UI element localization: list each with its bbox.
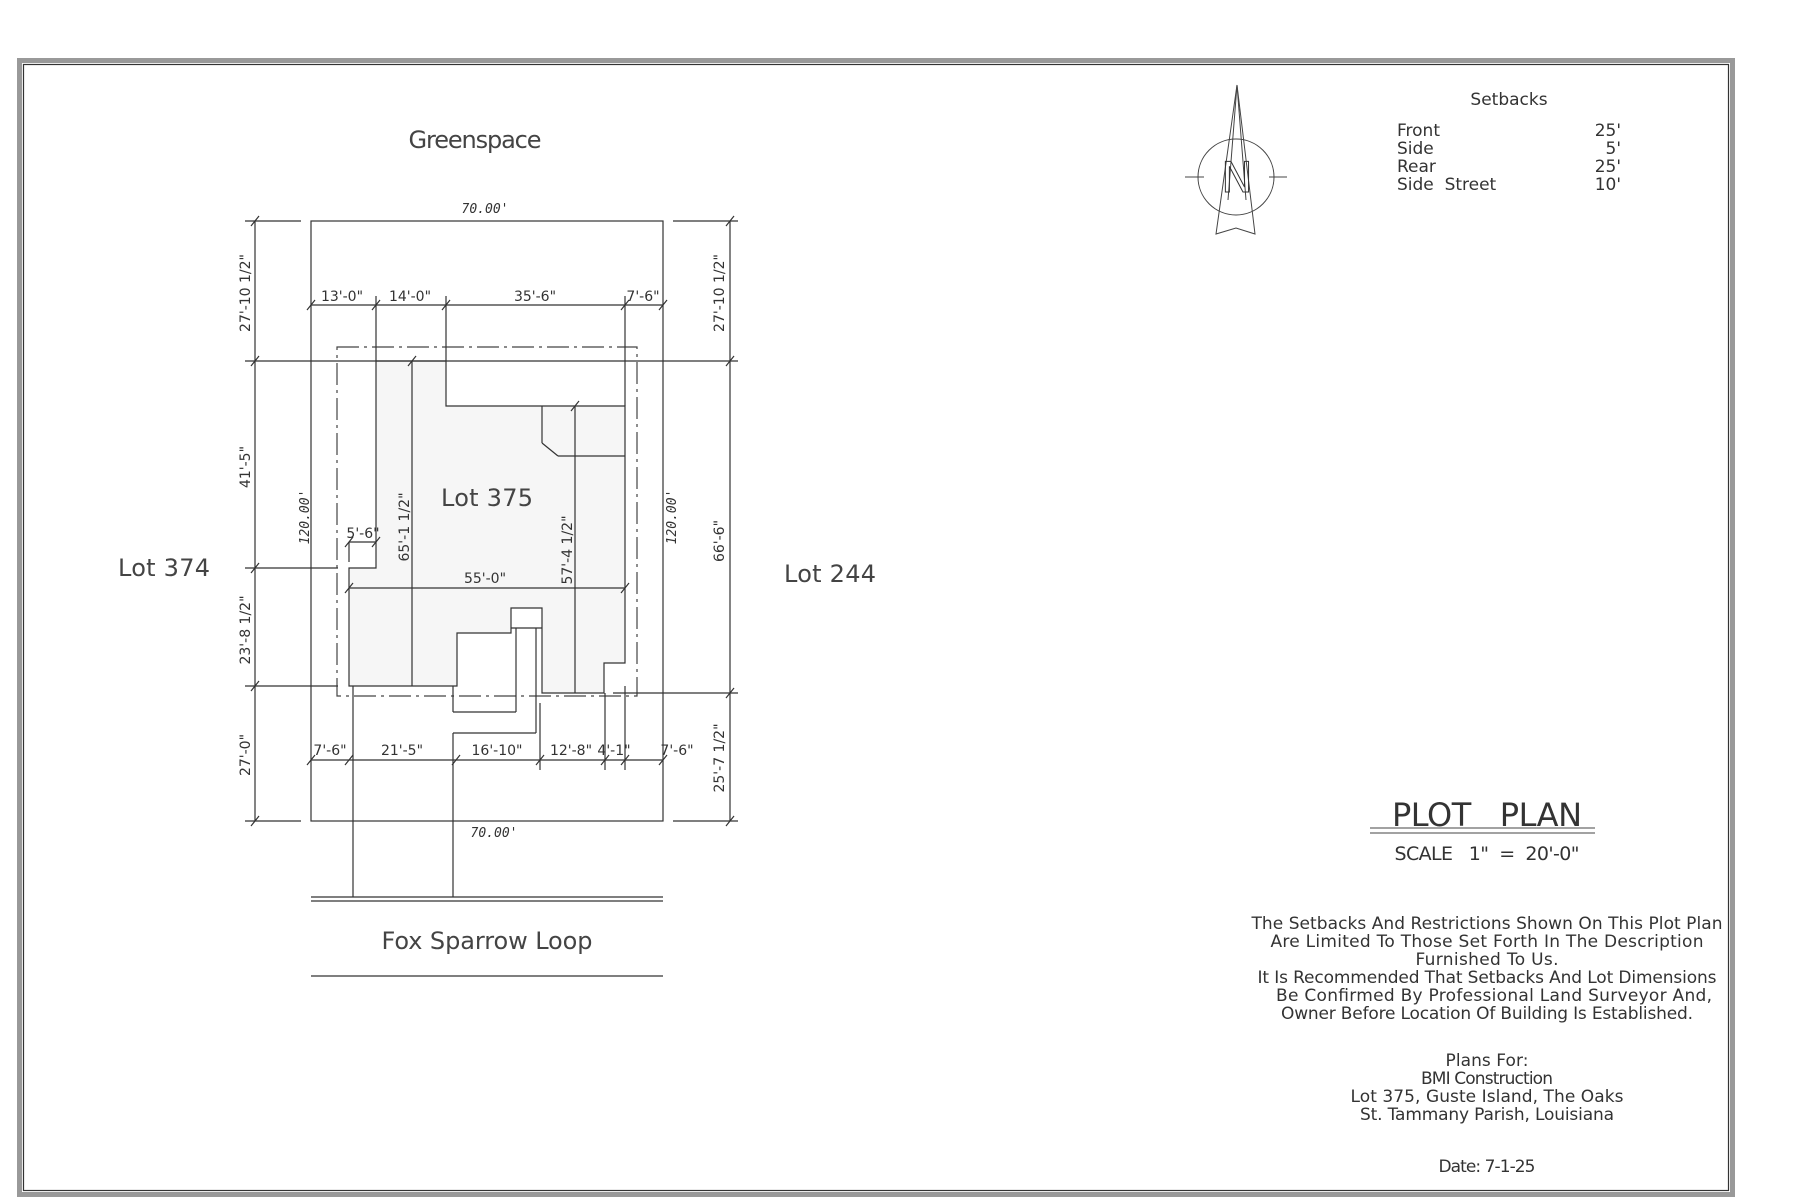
lot-dim-bottom: 70.00' — [471, 826, 518, 841]
dimension-tick — [658, 299, 668, 311]
dim-left-1: 27'-10 1/2" — [238, 254, 254, 332]
dimension-tick — [620, 582, 630, 594]
lot-dim-left: 120.00' — [298, 490, 313, 545]
setback-label: Rear — [1397, 157, 1436, 177]
dim-left-4: 27'-0" — [238, 734, 254, 776]
setback-label: Side — [1397, 139, 1434, 159]
dimension-tick — [371, 299, 381, 311]
disclaimer-line: Are Limited To Those Set Forth In The De… — [1271, 932, 1704, 952]
sheet-border — [17, 58, 1735, 1197]
dim-bottom-5: 4'-1" — [597, 743, 630, 759]
dimension-tick — [451, 754, 461, 766]
site-plan — [245, 215, 738, 977]
lot-dim-top: 70.00' — [462, 202, 509, 217]
dim-right-1: 27'-10 1/2" — [712, 254, 728, 332]
dimension-tick — [306, 754, 316, 766]
lot-375-label: Lot 375 — [441, 484, 533, 512]
disclaimer-line: Be Confirmed By Professional Land Survey… — [1276, 986, 1712, 1006]
setback-value: 25' — [1595, 121, 1621, 141]
dimension-tick — [344, 582, 354, 594]
house-footprint — [348, 360, 626, 694]
dimension-tick — [371, 536, 381, 548]
dim-left-3: 23'-8 1/2" — [238, 595, 254, 664]
lot-boundary — [310, 220, 664, 822]
dim-bottom-2: 21'-5" — [381, 743, 423, 759]
setback-line — [336, 346, 638, 697]
dim-house-width: 55'-0" — [464, 571, 506, 587]
setback-value: 10' — [1595, 175, 1621, 195]
setbacks-table: Setbacks Front 25' Side 5' Rear 25' Side… — [1397, 90, 1621, 195]
setbacks-title: Setbacks — [1470, 90, 1547, 110]
dim-top-2: 14'-0" — [389, 289, 431, 305]
dimension-tick — [250, 355, 260, 367]
dimension-tick — [620, 299, 630, 311]
dim-house-depth-right: 57'-4 1/2" — [560, 515, 576, 584]
dim-left-2: 41'-5" — [238, 446, 254, 488]
dimension-tick — [344, 754, 354, 766]
dim-right-3: 25'-7 1/2" — [712, 723, 728, 792]
house-wall — [541, 442, 559, 457]
date-label: Date: 7-1-25 — [1439, 1157, 1536, 1177]
lot-244-label: Lot 244 — [784, 560, 876, 588]
disclaimer-line: Owner Before Location Of Building Is Est… — [1281, 1004, 1693, 1024]
dim-top-3: 35'-6" — [514, 289, 556, 305]
setback-label: Side Street — [1397, 175, 1497, 195]
plans-for-line: Lot 375, Guste Island, The Oaks — [1351, 1087, 1624, 1107]
dim-right-2: 66'-6" — [712, 520, 728, 562]
north-arrow-icon: N — [1185, 84, 1287, 235]
disclaimer-line: Furnished To Us. — [1416, 950, 1559, 970]
dim-house-depth-left: 65'-1 1/2" — [397, 492, 413, 561]
dimension-tick — [570, 400, 580, 412]
north-letter: N — [1221, 153, 1252, 202]
dim-notch: 5'-6" — [346, 526, 379, 542]
dimension-tick — [725, 355, 735, 367]
dim-bottom-4: 12'-8" — [550, 743, 592, 759]
scale-label: SCALE 1" = 20'-0" — [1395, 843, 1580, 865]
lot-374-label: Lot 374 — [118, 554, 210, 582]
dim-bottom-3: 16'-10" — [472, 743, 523, 759]
street-label: Fox Sparrow Loop — [382, 927, 593, 955]
disclaimer-line: The Setbacks And Restrictions Shown On T… — [1251, 914, 1723, 934]
dim-bottom-1: 7'-6" — [313, 743, 346, 759]
dim-top-1: 13'-0" — [321, 289, 363, 305]
dim-bottom-6: 7'-6" — [660, 743, 693, 759]
plans-for-line: St. Tammany Parish, Louisiana — [1360, 1105, 1614, 1125]
dimension-tick — [441, 299, 451, 311]
lot-dim-right: 120.00' — [665, 490, 680, 545]
disclaimer-line: It Is Recommended That Setbacks And Lot … — [1258, 968, 1717, 988]
greenspace-label: Greenspace — [409, 126, 542, 154]
setback-value: 5' — [1606, 139, 1622, 159]
dimension-tick — [306, 299, 316, 311]
setback-value: 25' — [1595, 157, 1621, 177]
plans-for-line: BMI Construction — [1421, 1069, 1553, 1089]
dim-top-4: 7'-6" — [626, 289, 659, 305]
setback-label: Front — [1397, 121, 1440, 141]
dimension-lines — [245, 215, 738, 977]
dimension-tick — [658, 754, 668, 766]
plans-for-line: Plans For: — [1446, 1051, 1529, 1071]
title-block: PLOT PLAN SCALE 1" = 20'-0" The Setbacks… — [1251, 796, 1723, 1177]
